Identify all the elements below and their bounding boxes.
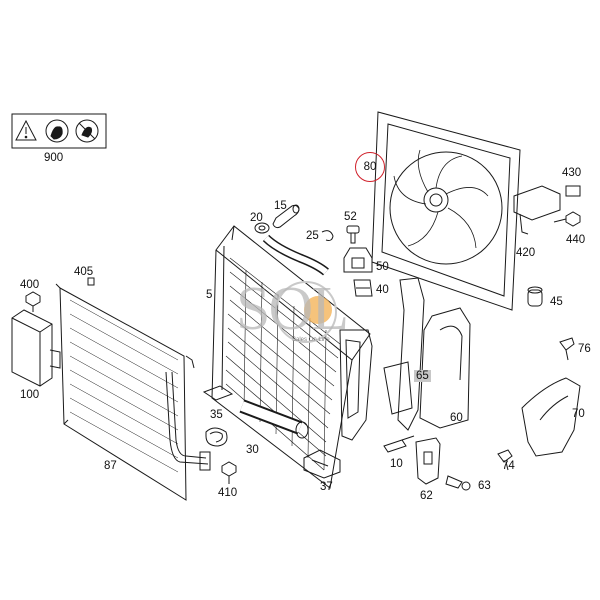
- label-63: 63: [478, 480, 491, 492]
- label-80-circled: 80: [355, 152, 385, 182]
- label-900: 900: [44, 152, 64, 164]
- fan-connector-430: [513, 185, 581, 235]
- label-65: 65: [414, 370, 431, 382]
- label-74: 74: [502, 460, 515, 472]
- warning-triangle-icon: [15, 119, 37, 141]
- bracket-62: [415, 437, 441, 485]
- duct-60: [419, 307, 471, 429]
- label-5: 5: [206, 289, 213, 301]
- radiator-5: [211, 225, 373, 489]
- no-fan-hand-icon: [75, 119, 99, 143]
- bolt-440: [553, 211, 581, 227]
- label-50: 50: [376, 261, 389, 273]
- label-35: 35: [210, 409, 223, 421]
- label-37: 37: [320, 481, 333, 493]
- watermark-logo: [275, 281, 337, 343]
- warning-label-900: [11, 113, 107, 149]
- label-76: 76: [578, 343, 591, 355]
- condenser-87: [55, 283, 211, 501]
- label-87: 87: [104, 460, 117, 472]
- bracket-50: [343, 247, 373, 273]
- watermark-letters: SOL: [236, 275, 349, 343]
- label-430: 430: [562, 167, 582, 179]
- label-10: 10: [390, 458, 403, 470]
- bolt-410: [221, 461, 237, 484]
- label-45: 45: [550, 296, 563, 308]
- air-guide-70: [521, 377, 581, 457]
- clip-76: [559, 337, 575, 361]
- label-70: 70: [572, 408, 585, 420]
- label-52: 52: [344, 211, 357, 223]
- label-30: 30: [246, 444, 259, 456]
- dryer-100: [11, 309, 61, 387]
- bracket-405: [87, 277, 95, 286]
- label-62: 62: [420, 490, 433, 502]
- hose-stub-15: [272, 204, 300, 229]
- rubber-40: [353, 279, 373, 297]
- hose-25: [262, 230, 334, 276]
- label-60: 60: [450, 412, 463, 424]
- pad-35: [202, 385, 234, 401]
- label-100: 100: [20, 389, 40, 401]
- label-20: 20: [250, 212, 263, 224]
- hose-30: [205, 399, 309, 447]
- label-410: 410: [218, 487, 238, 499]
- label-40: 40: [376, 284, 389, 296]
- label-15: 15: [274, 200, 287, 212]
- label-440: 440: [566, 234, 586, 246]
- watermark-tagline: Sales On Line: [292, 337, 330, 343]
- screw-52: [346, 225, 360, 244]
- bolt-400: [25, 291, 41, 312]
- plug-63: [445, 475, 471, 491]
- bushing-45: [527, 286, 543, 307]
- fan-shroud-80: [371, 111, 521, 311]
- label-80: 80: [363, 161, 377, 173]
- sensor-10: [383, 435, 415, 453]
- label-420: 420: [516, 247, 536, 259]
- clip-74: [497, 449, 513, 471]
- label-25: 25: [306, 230, 319, 242]
- label-400: 400: [20, 279, 40, 291]
- label-405: 405: [74, 266, 94, 278]
- shroud-65: [383, 277, 425, 431]
- bracket-37: [303, 449, 341, 479]
- no-touch-hand-icon: [45, 119, 69, 143]
- clip-20: [254, 222, 270, 234]
